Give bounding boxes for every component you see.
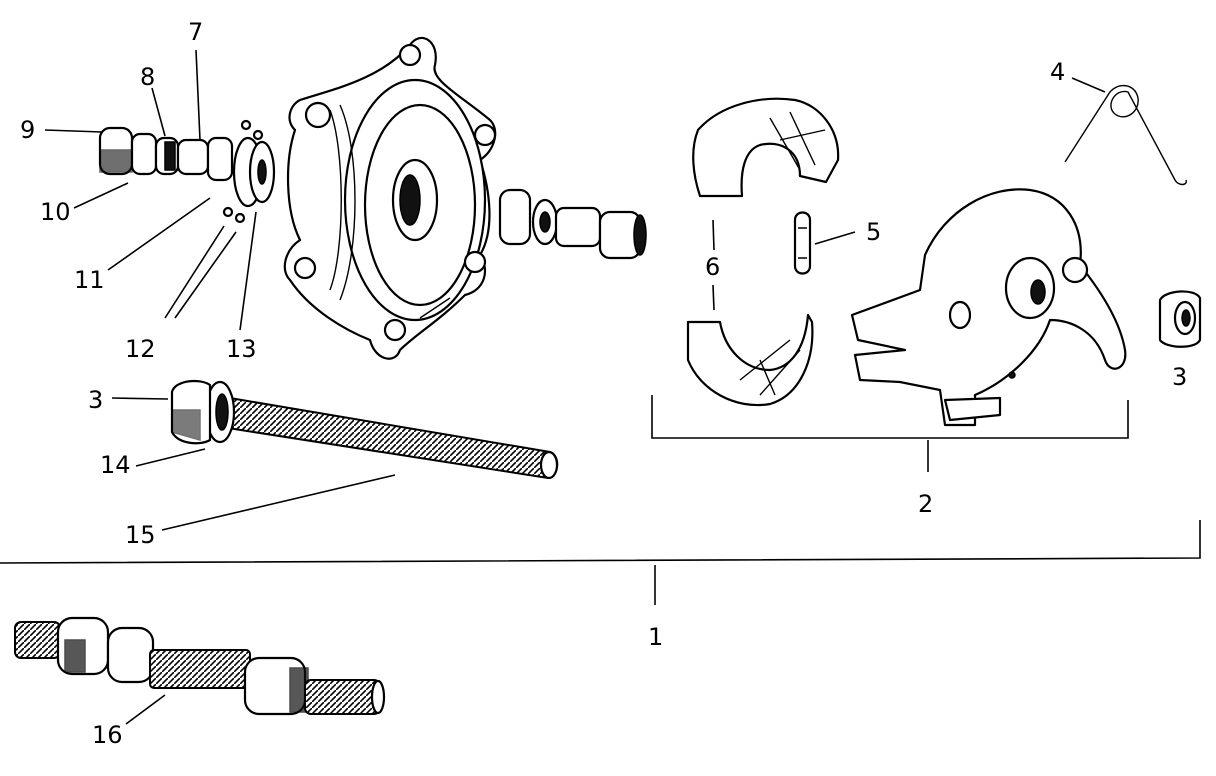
axle-15 [226,396,559,480]
left-bearing-stack [98,119,276,224]
label-7: 7 [188,18,203,46]
label-3-right: 3 [1172,363,1187,391]
part-labels: 1 2 3 3 4 5 6 7 8 9 10 11 12 13 14 15 16 [20,18,1187,749]
leader-13 [239,211,257,331]
leader-12a [164,225,225,319]
label-9: 9 [20,116,35,144]
cap-nut-3-right [1158,290,1202,348]
leader-15 [161,474,396,531]
brake-shoe-upper [692,97,840,198]
leader-12b [174,231,237,319]
leader-9 [44,129,103,133]
label-14: 14 [100,451,131,479]
label-2: 2 [918,490,933,518]
leader-6-bottom [712,284,715,311]
spring-5 [793,211,812,275]
label-5: 5 [866,218,881,246]
leader-10 [73,182,129,209]
assembly-bracket-2 [651,395,1129,472]
label-16: 16 [92,721,123,749]
label-4: 4 [1050,58,1065,86]
torsion-spring-4 [1064,84,1187,186]
leader-8 [151,87,166,137]
label-13: 13 [226,335,257,363]
label-15: 15 [125,521,156,549]
assembly-bracket-1 [0,520,1201,605]
label-6: 6 [705,253,720,281]
spindle-16 [14,616,386,716]
leader-lines [44,49,1106,725]
leader-16 [125,694,166,725]
leader-3-left [111,397,169,400]
brake-plate [850,188,1127,427]
right-bearing-stack [498,188,647,260]
hub-body [283,36,497,360]
label-8: 8 [140,63,155,91]
leader-11 [107,197,211,271]
label-11: 11 [74,266,105,294]
leader-7 [195,49,201,141]
label-1: 1 [648,623,663,651]
leader-4 [1071,77,1106,93]
leader-6-top [712,219,715,251]
brake-shoe-lower [686,313,814,407]
label-10: 10 [40,198,71,226]
nut-3-left [170,379,212,445]
leader-14 [135,448,206,467]
leader-5 [814,231,856,245]
label-12: 12 [125,335,156,363]
label-3-left: 3 [88,386,103,414]
